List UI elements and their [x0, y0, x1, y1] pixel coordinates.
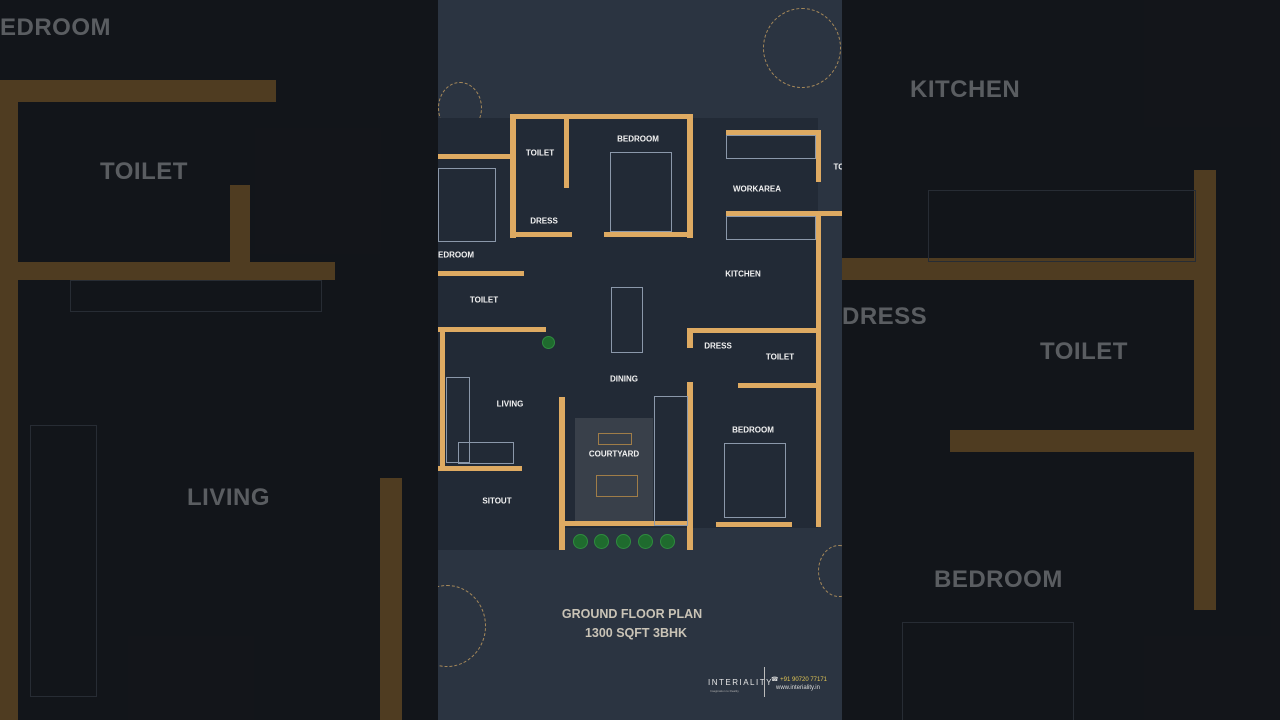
- bed-outline: [902, 622, 1074, 720]
- wall: [687, 114, 693, 238]
- tree-decoration: [763, 8, 841, 88]
- sofa-outline: [30, 425, 97, 697]
- wall: [738, 383, 816, 388]
- whatsapp-icon: ☎: [771, 677, 781, 683]
- wall: [510, 114, 692, 119]
- wall: [0, 80, 18, 720]
- left-background-zoom: EDROOM TOILET LIVING: [0, 0, 438, 720]
- plan-title: GROUND FLOOR PLAN: [561, 607, 703, 621]
- kitchen-counter: [726, 216, 816, 240]
- courtyard-floor: [575, 418, 653, 524]
- sofa: [458, 442, 514, 464]
- room-label-bedroom: BEDROOM: [617, 134, 659, 144]
- room-label-sitout: SITOUT: [482, 496, 512, 506]
- kitchen-counter: [726, 135, 816, 159]
- wall: [380, 478, 402, 720]
- wall: [0, 80, 276, 102]
- room-label-toilet: TOILET: [469, 295, 499, 305]
- wall: [0, 262, 335, 280]
- wall: [510, 232, 572, 237]
- plan-subtitle: 1300 SQFT 3BHK: [584, 626, 688, 640]
- furniture-outline: [70, 280, 322, 312]
- wall: [564, 118, 569, 188]
- room-label-toilet: TOILET: [765, 352, 795, 362]
- room-label-bedroom: BEDROOM: [732, 425, 774, 435]
- wall: [687, 328, 693, 348]
- side-label-toilet: TOILET: [1040, 338, 1128, 365]
- counter-outline: [928, 190, 1196, 262]
- wall: [438, 327, 546, 332]
- wall: [687, 382, 693, 550]
- brand-tagline: Imagination to Reality: [710, 689, 739, 693]
- bench: [598, 433, 632, 445]
- dining-table: [611, 287, 643, 353]
- bench: [596, 475, 638, 497]
- divider: [764, 667, 765, 697]
- plant: [638, 534, 653, 549]
- plant: [660, 534, 675, 549]
- bed: [438, 168, 496, 242]
- room-label-dining: DINING: [610, 374, 638, 384]
- wall: [440, 330, 445, 470]
- room-label-bedroom: EDROOM: [438, 250, 474, 260]
- floor-plan: BEDROOM TOILET DRESS EDROOM TOILET WORKA…: [438, 0, 842, 720]
- bed: [724, 443, 786, 518]
- wall: [716, 522, 792, 527]
- side-label-kitchen: KITCHEN: [910, 76, 1021, 103]
- plant: [594, 534, 609, 549]
- room-label-living: LIVING: [496, 399, 524, 409]
- floor-plan-panel: BEDROOM TOILET DRESS EDROOM TOILET WORKA…: [438, 0, 842, 720]
- bed: [610, 152, 672, 232]
- stairs: [654, 396, 688, 526]
- side-label-living: LIVING: [187, 484, 271, 511]
- wall: [816, 130, 821, 182]
- wall: [1194, 170, 1216, 610]
- room-label-workarea: WORKAREA: [733, 184, 781, 194]
- room-label-dress: DRESS: [704, 341, 732, 351]
- brand-logo: INTERIALITY: [708, 678, 773, 687]
- plant: [616, 534, 631, 549]
- wall: [816, 213, 821, 527]
- wall: [726, 211, 842, 216]
- wall: [842, 258, 1194, 280]
- wall: [230, 185, 250, 265]
- whatsapp-phone: ☎ +91 90720 77171: [771, 676, 827, 683]
- wall: [565, 521, 691, 526]
- side-label-bedroom: BEDROOM: [934, 566, 1063, 593]
- room-label-toilet: TOILET: [525, 148, 555, 158]
- room-label-dress: DRESS: [530, 216, 558, 226]
- wall: [438, 271, 524, 276]
- side-label-bedroom: EDROOM: [0, 14, 111, 41]
- room-label-toilet: TO: [833, 162, 842, 172]
- wall: [438, 466, 522, 471]
- wall: [950, 430, 1194, 452]
- floor: [438, 470, 563, 550]
- room-label-courtyard: COURTYARD: [588, 449, 640, 459]
- wall: [604, 232, 692, 237]
- plant: [573, 534, 588, 549]
- side-label-toilet: TOILET: [100, 158, 188, 185]
- wall: [688, 328, 816, 333]
- wall: [726, 130, 818, 135]
- wall: [559, 397, 565, 550]
- plant: [542, 336, 555, 349]
- website-link[interactable]: www.interiality.in: [776, 685, 820, 691]
- phone-number: +91 90720 77171: [780, 677, 828, 683]
- room-label-kitchen: KITCHEN: [725, 269, 761, 279]
- wall: [438, 154, 510, 159]
- right-background-zoom: KITCHEN DRESS TOILET BEDROOM: [842, 0, 1280, 720]
- side-label-dress: DRESS: [842, 303, 928, 330]
- wall: [510, 114, 516, 238]
